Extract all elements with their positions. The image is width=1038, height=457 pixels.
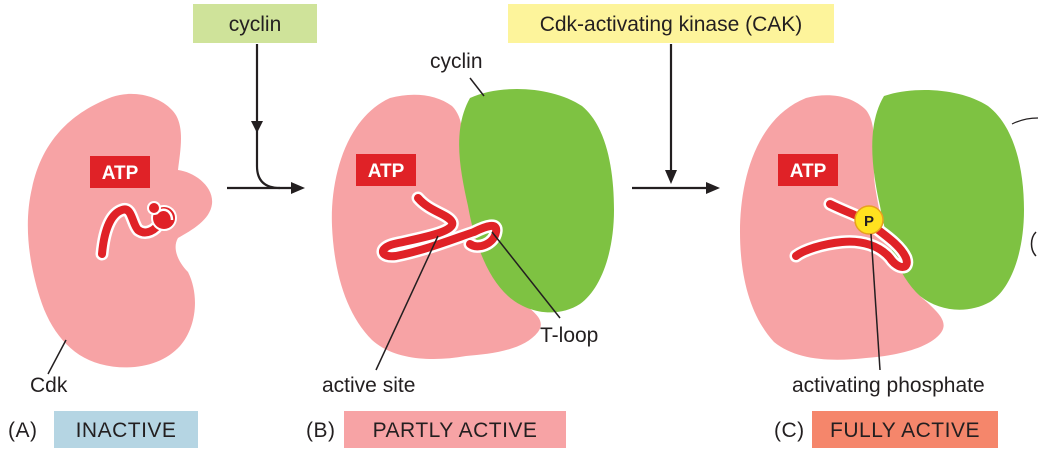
partly-active-label: PARTLY ACTIVE xyxy=(373,419,538,442)
active-site-label: active site xyxy=(322,374,415,397)
tloop-extended-b-core xyxy=(379,194,501,261)
atp-box-b xyxy=(356,154,416,186)
atp-label-b: ATP xyxy=(368,161,405,182)
tloop-label: T-loop xyxy=(540,324,598,347)
cyclin-arrow-midhead xyxy=(251,121,263,133)
panel-a-letter: (A) xyxy=(8,419,38,442)
inactive-label: INACTIVE xyxy=(76,419,177,442)
active-site-pointer-line xyxy=(375,235,439,371)
panel-b-letter: (B) xyxy=(306,419,336,442)
partly-active-box xyxy=(344,411,566,448)
panel-c-letter: (C) xyxy=(774,419,805,442)
phosphate-icon xyxy=(854,205,884,235)
cdk-pointer-line xyxy=(47,339,67,375)
phosphate-pointer-line xyxy=(870,233,881,371)
inactive-box xyxy=(54,411,198,448)
tloop-folded-a-core xyxy=(98,205,164,258)
cropped-edge-mark-paren xyxy=(1030,231,1037,257)
cyclin-input-label: cyclin xyxy=(229,13,282,36)
cyclin-b-label: cyclin xyxy=(430,50,483,73)
tloop-pointer-line xyxy=(491,231,561,319)
cyclin-input-arrow xyxy=(255,44,281,190)
cyclin-input-box xyxy=(193,4,317,43)
fully-active-label: FULLY ACTIVE xyxy=(830,419,980,442)
cyclin-shape-b xyxy=(459,88,614,313)
arrow-b-to-c-head xyxy=(706,182,720,194)
cyclin-b-pointer-line xyxy=(469,77,485,97)
tloop-knot-a-inner xyxy=(147,201,161,215)
phosphate-label: activating phosphate xyxy=(792,374,985,397)
atp-label-a: ATP xyxy=(102,163,139,184)
atp-box-c xyxy=(778,154,838,186)
fully-active-box xyxy=(812,411,998,448)
cdk-label: Cdk xyxy=(30,374,68,397)
atp-label-c: ATP xyxy=(790,161,827,182)
cak-input-arrow-head xyxy=(665,170,677,184)
phosphate-symbol: P xyxy=(864,213,874,230)
arrow-a-to-b-head xyxy=(291,182,305,194)
cropped-edge-mark-top xyxy=(1011,117,1038,125)
atp-box-a xyxy=(90,156,150,188)
cak-input-label: Cdk-activating kinase (CAK) xyxy=(540,13,803,36)
cdk-shape-inactive xyxy=(27,93,213,368)
cak-input-box xyxy=(508,4,834,43)
